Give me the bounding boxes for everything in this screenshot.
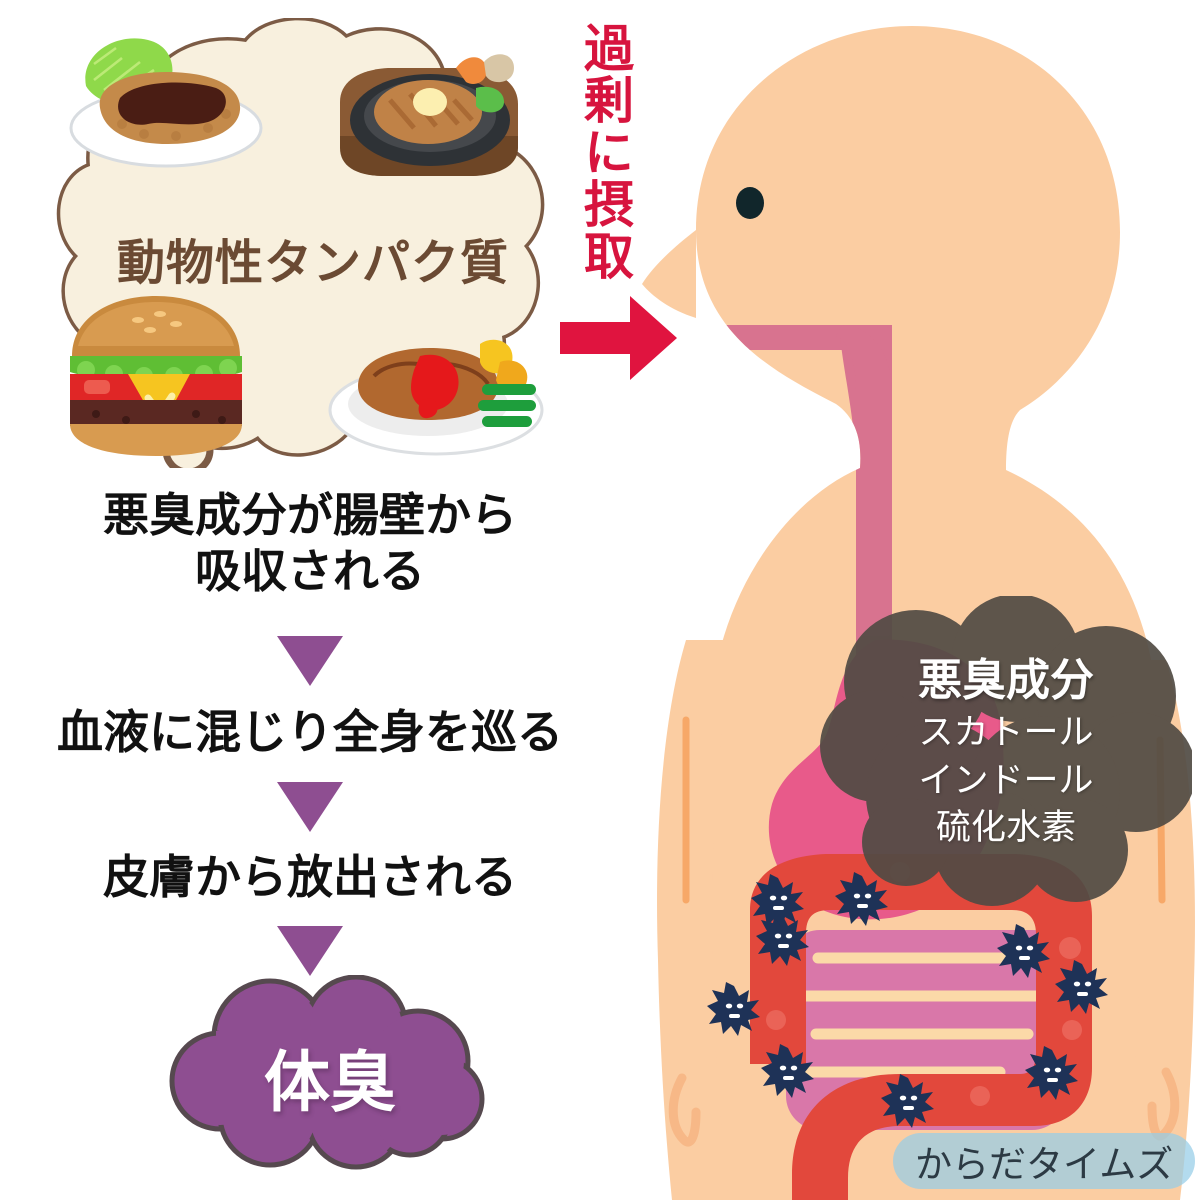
hamburg-steak-iron-plate-icon xyxy=(340,54,518,176)
germ-bacteria-icon xyxy=(1025,1046,1078,1100)
germ-bacteria-icon xyxy=(1055,960,1108,1014)
flow-arrow-1 xyxy=(277,636,343,686)
esophagus xyxy=(696,325,892,660)
germ-bacteria-icon xyxy=(761,1044,814,1098)
smell-item-1: スカトール xyxy=(918,713,1094,753)
watermark-badge: からだタイムズ xyxy=(893,1133,1196,1189)
smell-cloud-title: 悪臭成分 xyxy=(918,655,1094,706)
human-body-illustration xyxy=(642,26,1195,1200)
germ-group xyxy=(707,872,1108,1128)
right-arrow-icon xyxy=(560,296,677,380)
germ-bacteria-icon xyxy=(751,874,804,928)
smell-components-cloud: 悪臭成分 スカトール インドール 硫化水素 xyxy=(820,596,1192,906)
smell-item-3: 硫化水素 xyxy=(935,808,1076,849)
smell-components-list: スカトール インドール 硫化水素 xyxy=(820,710,1192,853)
large-intestine xyxy=(750,854,1092,1200)
flow-step-1: 悪臭成分が腸壁から 吸収される xyxy=(0,487,620,599)
hamburg-steak-plate-icon xyxy=(328,339,544,456)
germ-bacteria-icon xyxy=(707,982,760,1036)
germ-bacteria-icon xyxy=(881,1074,934,1128)
green-beans xyxy=(478,384,536,427)
excess-intake-label: 過剰に摂取 xyxy=(576,22,634,282)
flow-step-2-line1: 血液に混じり全身を巡る xyxy=(57,705,563,759)
cheeseburger-icon xyxy=(70,296,242,456)
germ-bacteria-icon xyxy=(756,912,809,966)
side-vegetables xyxy=(456,54,514,113)
flow-step-1-line2: 吸収される xyxy=(195,544,425,599)
flow-step-2: 血液に混じり全身を巡る xyxy=(0,704,620,760)
flow-arrow-2 xyxy=(277,782,343,832)
germ-bacteria-icon xyxy=(997,924,1050,978)
flow-step-3: 皮膚から放出される xyxy=(0,849,620,905)
flow-step-3-line1: 皮膚から放出される xyxy=(103,850,517,904)
watermark-label: からだタイムズ xyxy=(915,1143,1174,1186)
tonkatsu-plate-icon xyxy=(69,38,263,168)
flow-arrow-3 xyxy=(277,926,343,976)
smell-item-2: インドール xyxy=(918,760,1094,801)
body-odor-label: 体臭 xyxy=(264,1044,396,1121)
germ-bacteria-icon xyxy=(835,872,888,926)
flow-step-1-line1: 悪臭成分が腸壁から xyxy=(103,488,517,542)
body-odor-cloud: 体臭 xyxy=(160,975,500,1175)
animal-protein-speech-bubble: 動物性タンパク質 xyxy=(28,18,588,468)
eye-icon xyxy=(736,187,764,219)
food-bubble-label: 動物性タンパク質 xyxy=(116,235,509,291)
